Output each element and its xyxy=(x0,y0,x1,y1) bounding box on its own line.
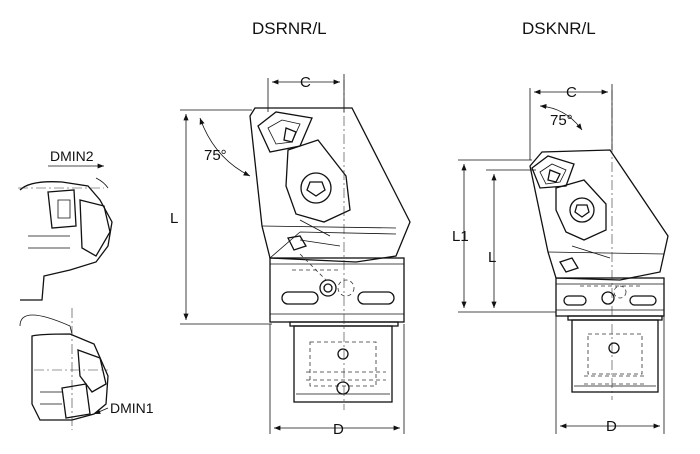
dsknr-tool: C 75° L1 L D xyxy=(452,84,669,435)
dmin2-label: DMIN2 xyxy=(50,148,94,164)
title-dsrnr: DSRNR/L xyxy=(252,19,327,38)
dsrnr-dim-c: C xyxy=(300,74,311,91)
title-dsknr: DSKNR/L xyxy=(522,19,596,38)
dmin1-label: DMIN1 xyxy=(110,400,154,416)
dsrnr-dim-angle: 75° xyxy=(204,147,227,164)
dsknr-dim-d: D xyxy=(606,418,617,435)
dsknr-dim-c: C xyxy=(566,84,577,101)
dmin-detail-views: DMIN2 DMIN1 xyxy=(18,148,154,430)
dsknr-dim-angle: 75° xyxy=(550,112,573,129)
dmin1-detail: DMIN1 xyxy=(19,308,154,430)
dsrnr-dim-d: D xyxy=(333,421,344,438)
dsknr-dim-l: L xyxy=(488,249,496,266)
dsrnr-dim-l: L xyxy=(170,210,178,227)
dsrnr-tool: C L 75° D xyxy=(170,74,411,438)
dmin2-detail: DMIN2 xyxy=(18,148,113,301)
dsknr-dim-l1: L1 xyxy=(452,228,469,245)
